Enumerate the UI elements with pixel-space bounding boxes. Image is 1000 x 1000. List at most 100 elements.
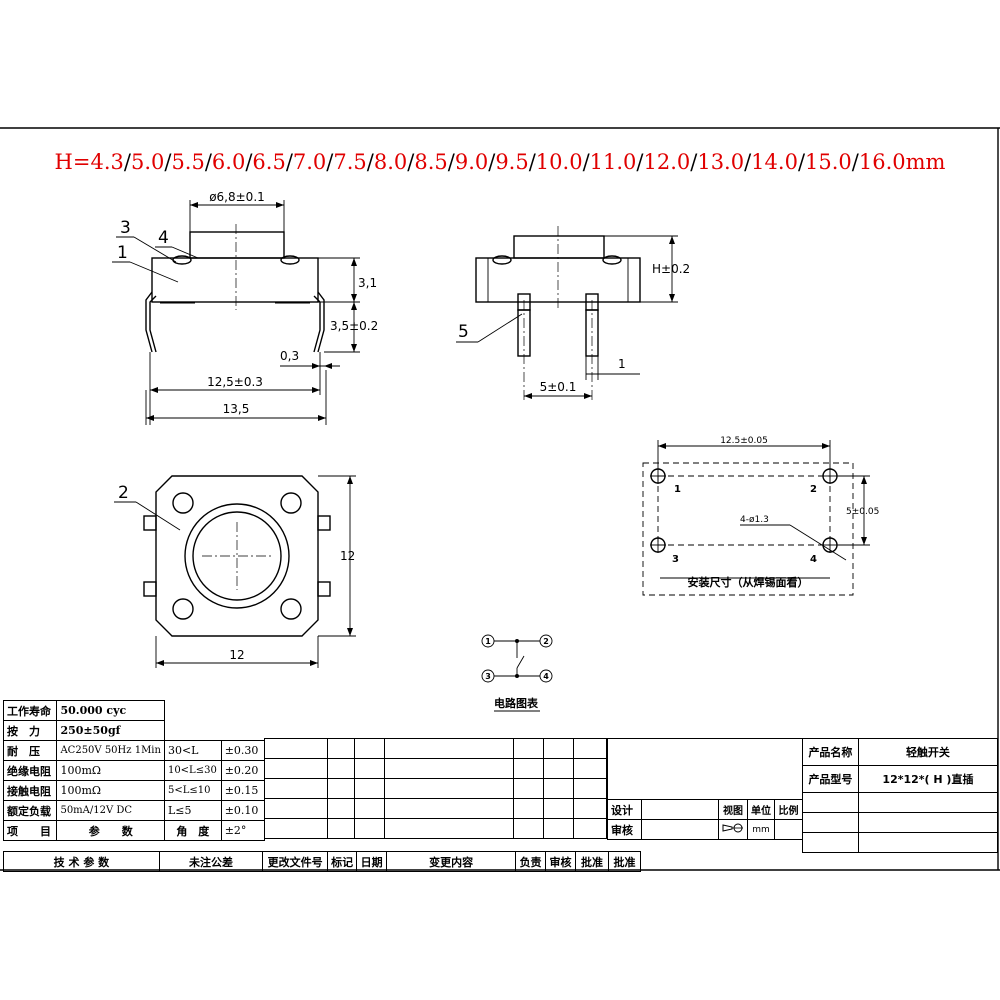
height-separator: / bbox=[326, 150, 334, 174]
tolerance-value: ±0.30 bbox=[220, 740, 266, 761]
mount-pin-2: 2 bbox=[810, 484, 817, 495]
spec-value: 100mΩ bbox=[56, 760, 165, 781]
dim-top-width: 12 bbox=[229, 648, 244, 662]
tolerance-range: 5<L≤10 bbox=[163, 780, 222, 801]
front-view: ø6,8±0.1 3 1 4 3,1 3,5±0.2 bbox=[112, 190, 378, 425]
height-option: 6.0 bbox=[211, 150, 246, 174]
tolerance-value: ±0.20 bbox=[220, 760, 266, 781]
circuit-diagram: 1 2 3 4 电路图表 bbox=[481, 634, 553, 712]
footer-tolerance: 未注公差 bbox=[158, 851, 264, 872]
mount-pin-4: 4 bbox=[810, 554, 817, 565]
spec-row: 接触电阻 100mΩ 5<L≤10 ±0.15 bbox=[2, 780, 266, 801]
part-label-1: 1 bbox=[117, 243, 128, 263]
height-option: 8.5 bbox=[414, 150, 448, 174]
spec-value: 参 数 bbox=[56, 820, 165, 841]
height-option: 16.0 bbox=[858, 150, 906, 174]
height-separator: / bbox=[164, 150, 172, 174]
unit-value: mm bbox=[747, 819, 776, 840]
height-unit: mm bbox=[905, 150, 946, 174]
dim-pin-pitch: 5±0.1 bbox=[540, 380, 577, 394]
height-option: 10.0 bbox=[535, 150, 583, 174]
footer-tech-params: 技 术 参 数 bbox=[3, 851, 160, 872]
footer-review: 审核 bbox=[545, 851, 577, 872]
spec-label: 项 目 bbox=[2, 820, 58, 841]
spec-table: 工作寿命 50.000 cyc 按 力 250±50gf 耐 压 AC250V … bbox=[2, 700, 266, 841]
tolerance-range: 10<L≤30 bbox=[163, 760, 222, 781]
height-separator: / bbox=[245, 150, 253, 174]
part-label-3: 3 bbox=[120, 218, 131, 238]
height-separator: / bbox=[123, 150, 131, 174]
circuit-pin-4: 4 bbox=[543, 672, 549, 681]
mount-pin-1: 1 bbox=[674, 484, 681, 495]
spec-value: 50mA/12V DC bbox=[56, 800, 165, 821]
footer-approve: 批准 bbox=[575, 851, 609, 872]
sign-block: 设计 视图 单位 比例 审核 mm bbox=[607, 738, 803, 840]
mount-pin-3: 3 bbox=[672, 554, 679, 565]
height-separator: / bbox=[204, 150, 212, 174]
dim-body-height: 3,1 bbox=[358, 276, 377, 290]
height-option: 8.0 bbox=[373, 150, 408, 174]
spec-value: 50.000 cyc bbox=[56, 700, 165, 721]
height-separator: / bbox=[851, 150, 859, 174]
tolerance-range: L≤5 bbox=[163, 800, 222, 821]
circuit-pin-3: 3 bbox=[485, 672, 491, 681]
mount-dim-y: 5±0.05 bbox=[846, 507, 879, 517]
circuit-pin-2: 2 bbox=[543, 637, 549, 646]
sign-design: 设计 bbox=[607, 799, 642, 820]
dim-pin-width: 1 bbox=[618, 357, 626, 371]
side-view: H±0.2 5 5±0.1 1 bbox=[456, 226, 690, 400]
part-label-4: 4 bbox=[158, 228, 169, 248]
spec-value: AC250V 50Hz 1Min bbox=[56, 740, 165, 761]
footer-mark: 标记 bbox=[327, 851, 358, 872]
projection-icon bbox=[718, 819, 749, 840]
height-separator: / bbox=[797, 150, 806, 174]
height-separator: / bbox=[488, 150, 496, 174]
unit-col: 单位 bbox=[747, 799, 776, 820]
dim-top-height: 12 bbox=[340, 549, 355, 563]
height-option: 5.0 bbox=[130, 150, 165, 174]
spec-row: 工作寿命 50.000 cyc bbox=[2, 700, 265, 721]
spec-row: 按 力 250±50gf bbox=[2, 720, 265, 741]
mount-dim-x: 12.5±0.05 bbox=[720, 436, 768, 446]
height-separator: / bbox=[447, 150, 455, 174]
dim-total-width: 13,5 bbox=[223, 402, 250, 416]
height-option: 7.0 bbox=[292, 150, 327, 174]
circuit-pin-1: 1 bbox=[485, 637, 491, 646]
product-model-label: 产品型号 bbox=[802, 765, 859, 793]
spec-label: 额定负载 bbox=[2, 800, 58, 821]
height-options: H=4.3/5.0/5.5/6.0/6.5/7.0/7.5/8.0/8.5/9.… bbox=[0, 150, 1000, 174]
height-option: 9.5 bbox=[495, 150, 529, 174]
height-separator: / bbox=[528, 150, 536, 174]
spec-label: 按 力 bbox=[2, 720, 58, 741]
spec-row: 额定负载 50mA/12V DC L≤5 ±0.10 bbox=[2, 800, 266, 821]
tolerance-value: ±0.15 bbox=[220, 780, 266, 801]
mounting-pattern: 1 2 3 4 12.5±0.05 5±0.05 4-ø1.3 安装尺寸（从焊锡… bbox=[642, 436, 879, 596]
circuit-caption: 电路图表 bbox=[494, 696, 539, 710]
footer-change-doc: 更改文件号 bbox=[262, 851, 329, 872]
tolerance-range: 30<L bbox=[163, 740, 222, 761]
height-option: 14.0 bbox=[751, 150, 798, 174]
tolerance-range: 角 度 bbox=[163, 820, 222, 841]
footer-date: 日期 bbox=[356, 851, 388, 872]
spec-row: 耐 压 AC250V 50Hz 1Min 30<L ±0.30 bbox=[2, 740, 266, 761]
mount-hole-spec: 4-ø1.3 bbox=[740, 515, 769, 525]
mount-caption: 安装尺寸（从焊锡面看） bbox=[688, 575, 809, 589]
height-option: 13.0 bbox=[697, 150, 745, 174]
height-option: 7.5 bbox=[333, 150, 367, 174]
part-label-5: 5 bbox=[458, 322, 469, 342]
top-view: 2 12 12 bbox=[114, 475, 356, 668]
product-block: 产品名称 轻触开关 产品型号 12*12*( H )直插 bbox=[802, 738, 999, 853]
sign-review: 审核 bbox=[607, 819, 642, 840]
dim-pin-thickness: 0,3 bbox=[280, 349, 299, 363]
spec-label: 接触电阻 bbox=[2, 780, 58, 801]
height-option: 9.0 bbox=[454, 150, 489, 174]
footer-change-content: 变更内容 bbox=[386, 851, 517, 872]
product-name: 轻触开关 bbox=[857, 738, 999, 766]
footer-responsible: 负责 bbox=[515, 851, 547, 872]
view-col: 视图 bbox=[718, 799, 749, 820]
dim-total-height: H±0.2 bbox=[652, 262, 690, 276]
dim-pin-length: 3,5±0.2 bbox=[330, 319, 378, 333]
change-record-grid bbox=[264, 738, 607, 839]
